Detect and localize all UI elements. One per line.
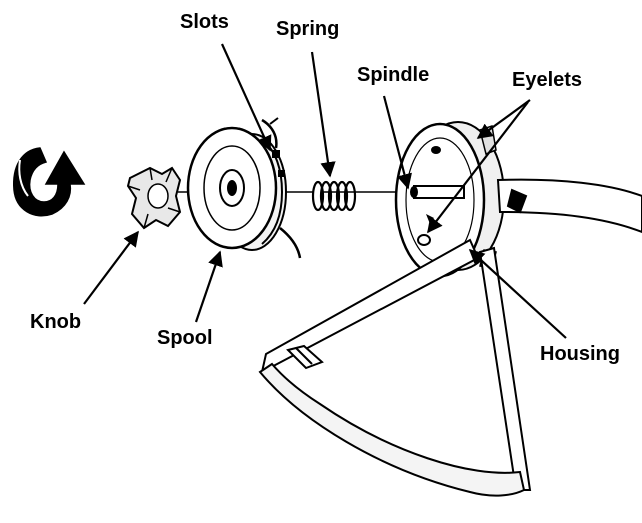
arrow-eyelets-bottom [427,101,529,234]
label-eyelets: Eyelets [512,69,583,91]
eyelet [417,234,431,246]
arrow-knob [83,230,139,305]
spool [186,117,302,259]
label-spring: Spring [276,18,340,40]
callout-arrows [83,43,567,339]
arrow-housing [468,248,567,339]
trimmer-shaft [496,178,642,234]
rotate-arrow-icon [13,147,86,217]
eyelet [431,146,441,154]
arrow-spring [310,51,336,178]
slot-mark [272,150,280,158]
arrow-eyelets-top [476,99,531,139]
trimmer-guard [258,238,532,497]
label-spindle: Spindle [357,64,430,86]
arrow-slots [220,43,272,152]
label-spool: Spool [157,327,213,349]
arrow-spool [194,250,223,323]
knob [126,166,182,230]
arrow-spindle [382,95,412,190]
label-housing: Housing [540,343,620,365]
slot-mark [278,170,285,177]
spring [311,180,357,212]
label-knob: Knob [30,311,82,333]
label-slots: Slots [180,11,229,33]
